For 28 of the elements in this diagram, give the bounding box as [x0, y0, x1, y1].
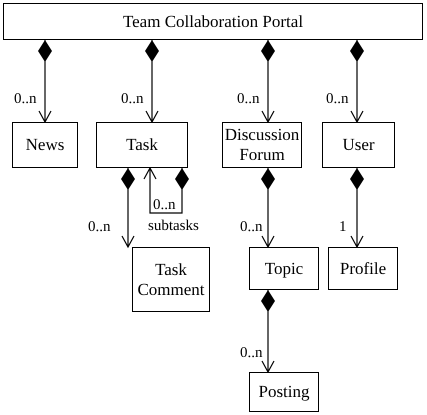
multiplicity-label: 0..n	[88, 220, 110, 235]
composition-arrow	[261, 168, 275, 248]
class-box: Team Collaboration Portal	[3, 3, 423, 40]
multiplicity-label: 0..n	[14, 92, 36, 107]
class-box: Task Comment	[132, 247, 210, 312]
composition-arrow	[121, 168, 135, 248]
class-box: User	[322, 122, 395, 168]
composition-arrow	[350, 40, 364, 123]
composition-arrow	[143, 167, 189, 214]
composition-arrow	[350, 168, 364, 248]
multiplicity-label: subtasks	[148, 219, 199, 234]
multiplicity-label: 1	[339, 220, 346, 235]
class-box: Topic	[249, 247, 319, 290]
multiplicity-label: 0..n	[237, 92, 260, 107]
class-box: Posting	[249, 372, 319, 412]
class-box: News	[12, 122, 78, 168]
composition-arrow	[145, 40, 159, 123]
composition-arrow	[261, 40, 275, 123]
multiplicity-label: 0..n	[240, 346, 262, 361]
composition-arrow	[38, 40, 52, 123]
composition-arrow	[261, 290, 275, 373]
class-box: Profile	[328, 247, 398, 290]
class-box: Task	[96, 122, 188, 168]
multiplicity-label: 0..n	[153, 198, 176, 213]
class-box: Discussion Forum	[222, 122, 302, 168]
multiplicity-label: 0..n	[240, 220, 262, 235]
multiplicity-label: 0..n	[326, 92, 348, 107]
multiplicity-label: 0..n	[121, 92, 144, 107]
